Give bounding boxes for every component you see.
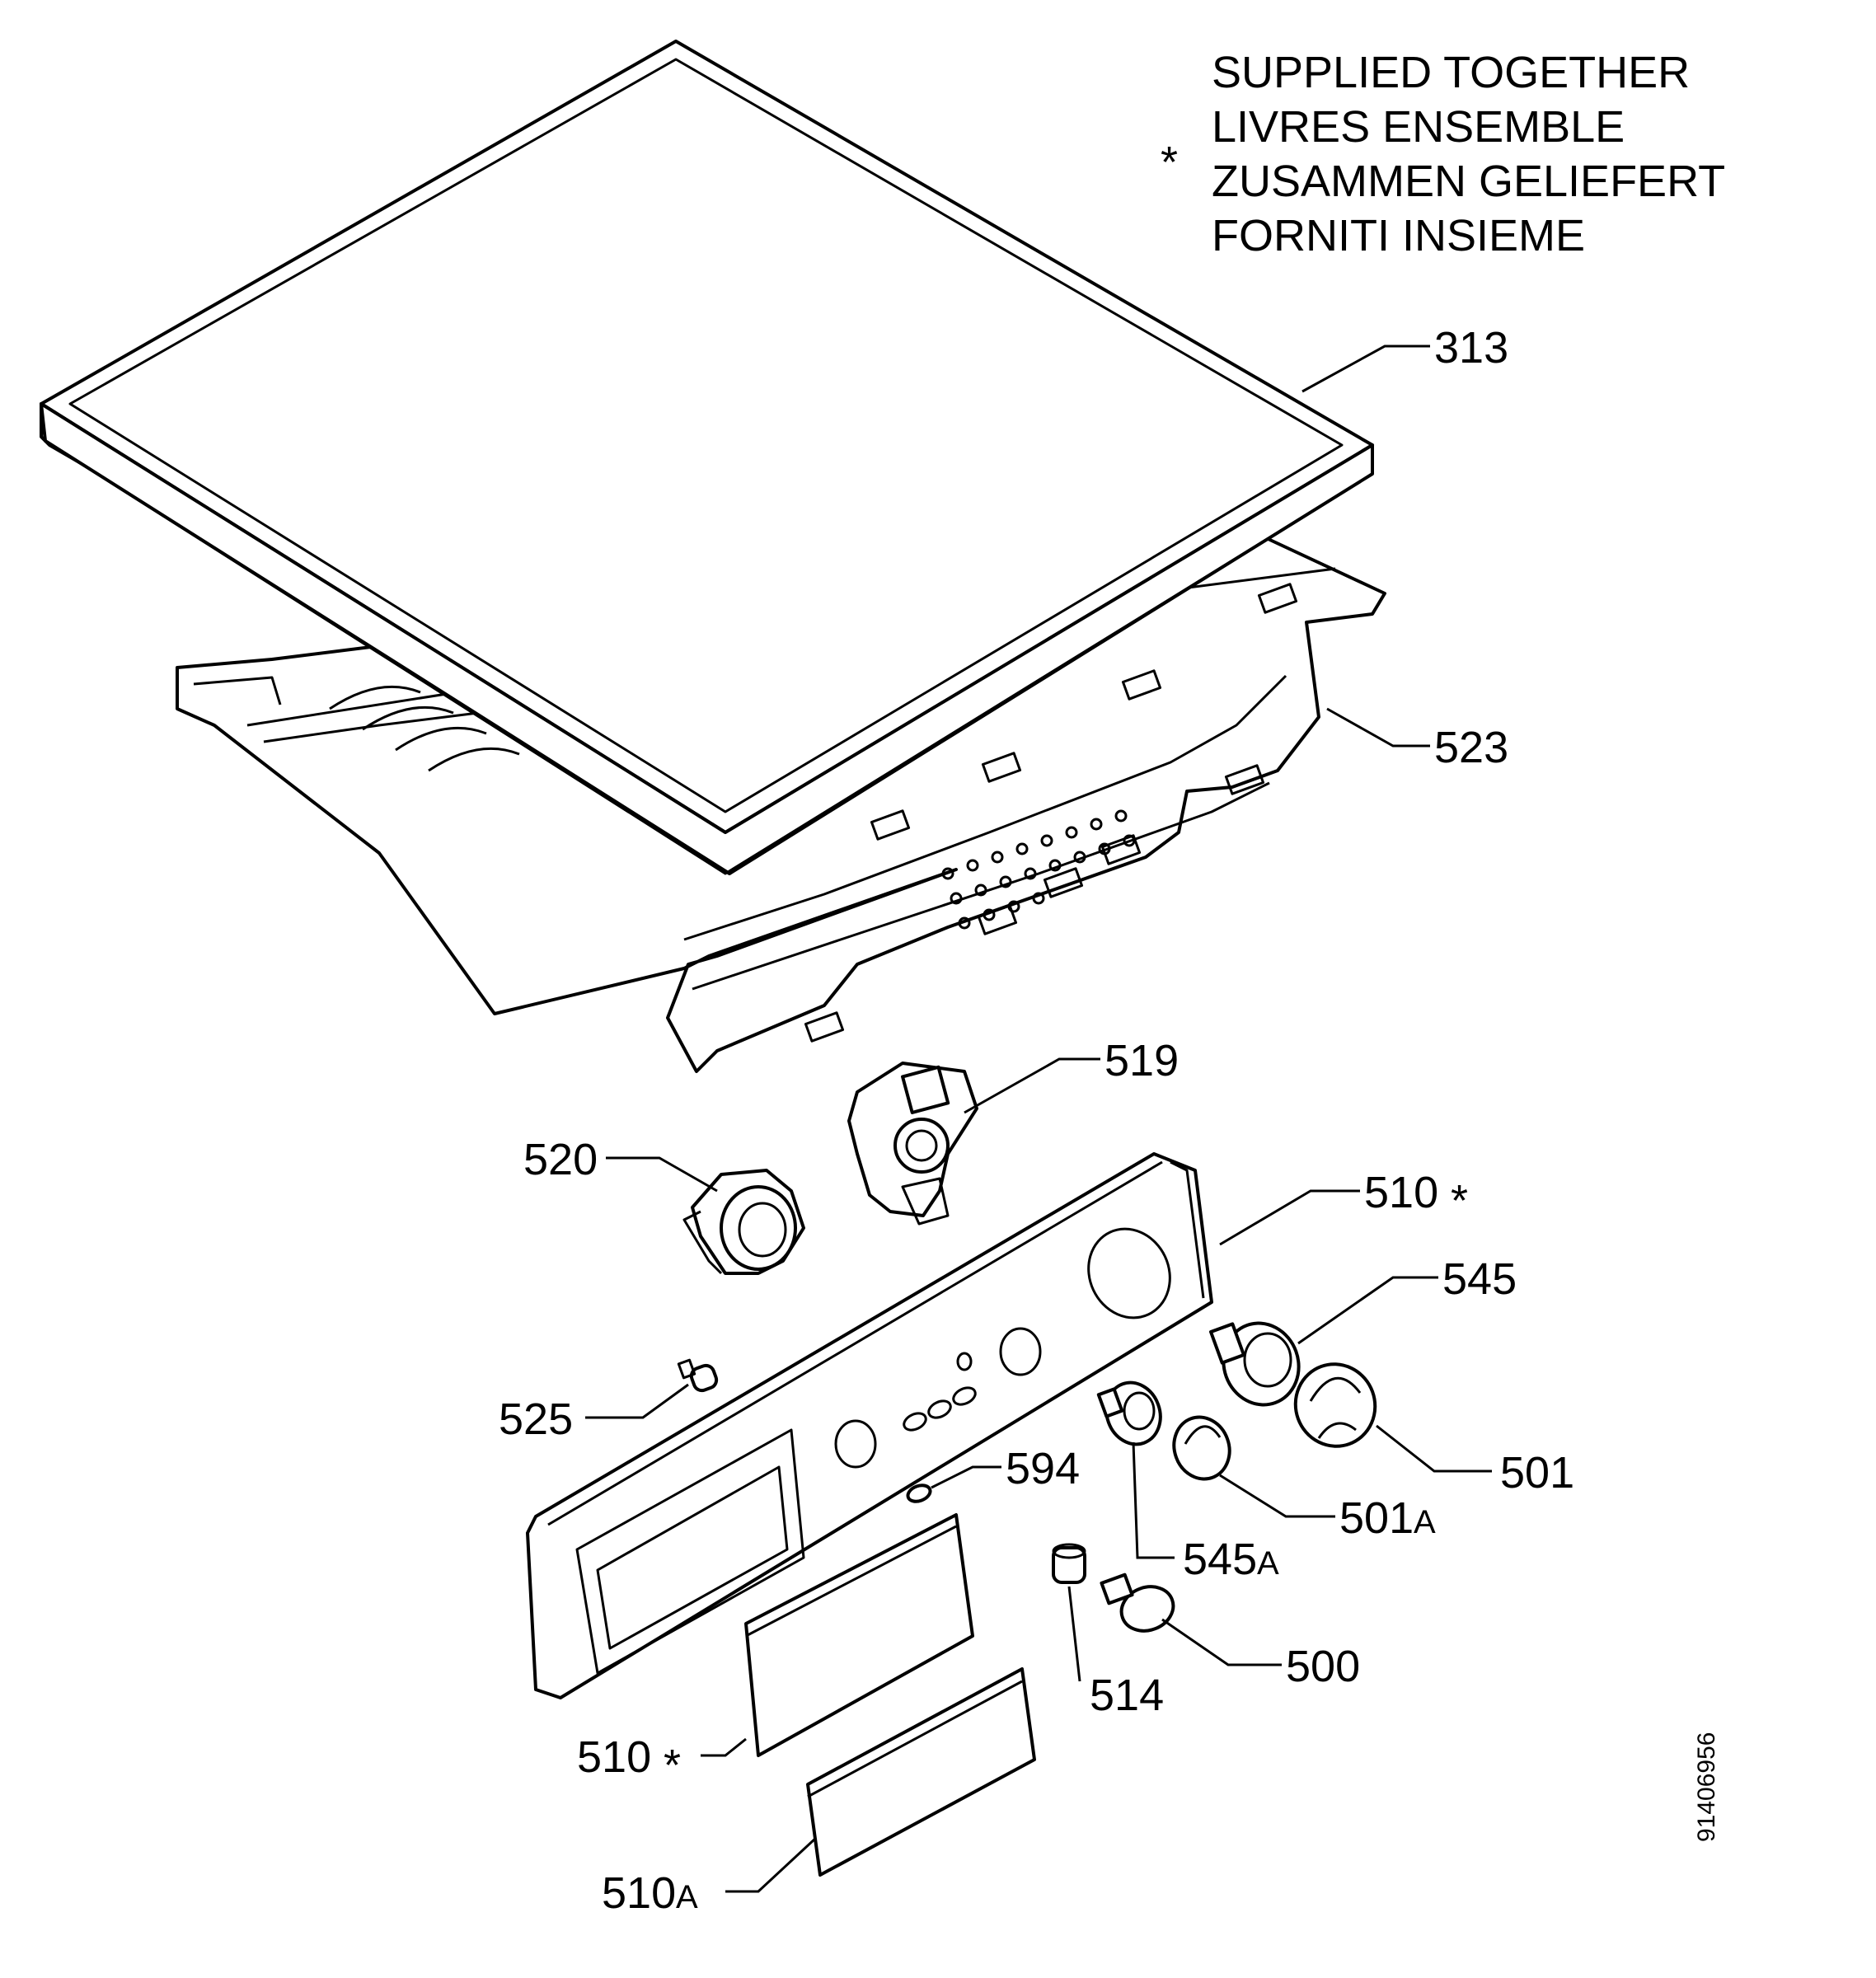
legend-line-2: LIVRES ENSEMBLE bbox=[1212, 102, 1625, 152]
legend-line-3: ZUSAMMEN GELIEFERT bbox=[1212, 157, 1725, 206]
callout-519: 519 bbox=[1104, 1036, 1179, 1085]
drawing-code: 91406956 bbox=[1693, 1732, 1720, 1842]
callout-510-top-mark: * bbox=[1451, 1176, 1468, 1226]
callout-labels: 313 523 519 520 510 * 545 525 594 501 50… bbox=[499, 323, 1574, 1918]
leader-lines bbox=[585, 345, 1492, 1893]
callout-510a-suffix: A bbox=[676, 1879, 698, 1915]
part-510-control-panel bbox=[526, 1152, 1213, 1699]
legend: * SUPPLIED TOGETHER LIVRES ENSEMBLE ZUSA… bbox=[1161, 48, 1725, 260]
part-510a-drawer-panel bbox=[806, 1667, 1036, 1877]
callout-545a-suffix: A bbox=[1257, 1545, 1279, 1582]
callout-500: 500 bbox=[1286, 1642, 1360, 1691]
part-545a-knob-insert bbox=[1096, 1380, 1162, 1446]
callout-501a-suffix: A bbox=[1414, 1504, 1436, 1540]
callout-520: 520 bbox=[523, 1135, 598, 1184]
part-520-selector bbox=[682, 1169, 805, 1275]
callout-545: 545 bbox=[1442, 1254, 1517, 1304]
callout-514: 514 bbox=[1090, 1671, 1164, 1720]
callout-525: 525 bbox=[499, 1394, 573, 1444]
callout-510-bottom: 510 bbox=[577, 1732, 651, 1782]
legend-line-4: FORNITI INSIEME bbox=[1212, 211, 1585, 260]
part-500-push-button bbox=[1100, 1573, 1175, 1633]
callout-594: 594 bbox=[1006, 1444, 1080, 1493]
part-501a-knob bbox=[1172, 1415, 1231, 1481]
part-545-knob-insert bbox=[1209, 1321, 1301, 1407]
part-313-lid bbox=[40, 40, 1374, 875]
callout-501a: 501 bbox=[1339, 1493, 1414, 1543]
legend-line-1: SUPPLIED TOGETHER bbox=[1212, 48, 1690, 97]
vent-holes bbox=[941, 809, 1136, 930]
callout-313: 313 bbox=[1434, 323, 1508, 373]
callout-510-top: 510 bbox=[1364, 1168, 1438, 1217]
part-525-lamp bbox=[677, 1358, 719, 1393]
callout-501: 501 bbox=[1500, 1448, 1574, 1498]
part-519-selector-support bbox=[847, 1062, 978, 1226]
legend-asterisk: * bbox=[1161, 138, 1178, 187]
callout-510-bottom-mark: * bbox=[664, 1741, 681, 1790]
part-510-drawer-front bbox=[744, 1513, 974, 1757]
callout-510a: 510 bbox=[602, 1868, 676, 1918]
callout-545a: 545 bbox=[1183, 1535, 1257, 1584]
part-501-knob bbox=[1293, 1362, 1377, 1448]
part-594-light-pipe bbox=[906, 1484, 932, 1503]
part-514-sleeve bbox=[1052, 1543, 1086, 1584]
callout-523: 523 bbox=[1434, 723, 1508, 772]
